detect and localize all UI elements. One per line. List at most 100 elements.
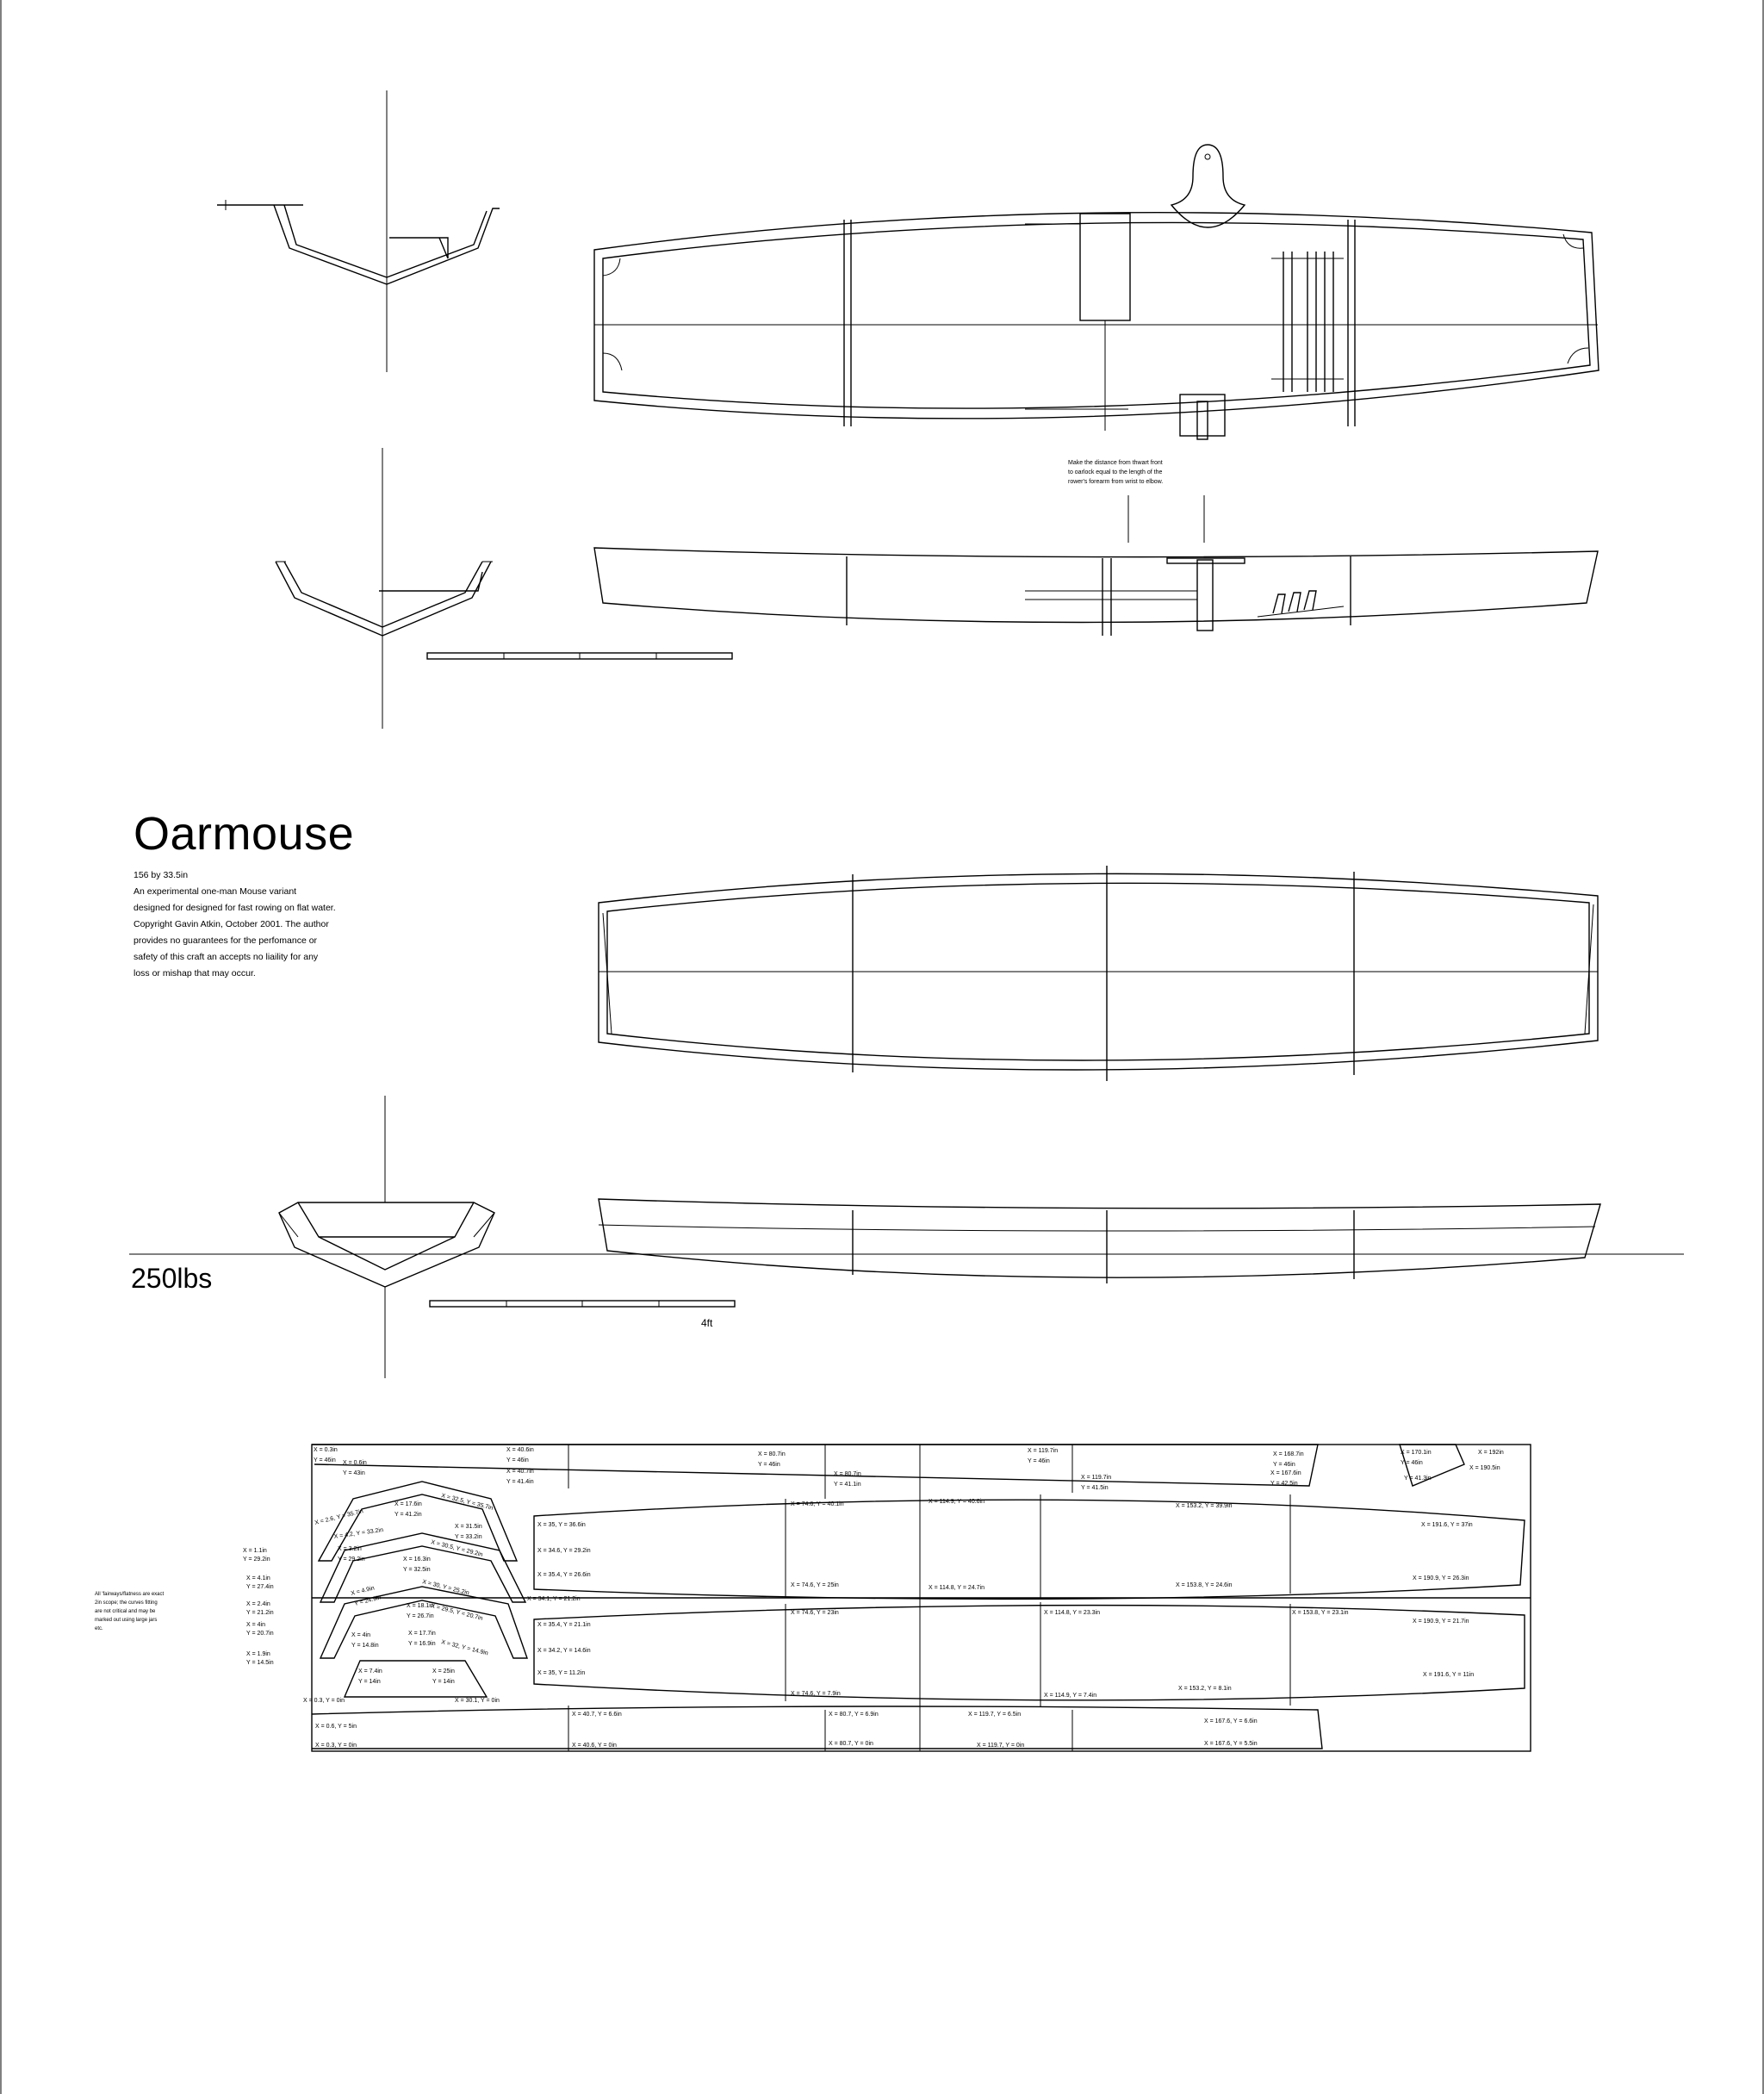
note-line: etc. (95, 1626, 103, 1631)
dim-label: Y = 14.8in (351, 1643, 379, 1649)
note-line: Make the distance from thwart front (1068, 460, 1163, 466)
dim-label: X = 32, Y = 14.9in (441, 1639, 489, 1656)
dim-label: Y = 46in (506, 1457, 529, 1463)
design-size: 156 by 33.5in (134, 869, 189, 880)
note-line: rower's forearm from wrist to elbow. (1068, 479, 1164, 485)
dim-label: X = 191.6, Y = 37in (1421, 1522, 1473, 1528)
dim-label: X = 119.7, Y = 6.5in (968, 1712, 1021, 1718)
dim-label: X = 35, Y = 11.2in (537, 1670, 585, 1676)
profile-view-exterior (598, 1198, 1601, 1283)
description-line: safety of this craft an accepts no liail… (134, 951, 319, 962)
displacement-label: 250lbs (131, 1263, 213, 1294)
scale-bar-upper (426, 652, 733, 660)
design-title: Oarmouse (134, 808, 355, 860)
dim-label: X = 29.5, Y = 20.7in (431, 1603, 484, 1622)
dim-label: X = 18.1in (407, 1603, 434, 1609)
dim-label: Y = 42.5in (1270, 1481, 1298, 1487)
dim-label: X = 4.1in (246, 1575, 270, 1581)
dim-label: Y = 46in (314, 1457, 336, 1463)
plan-view-bottom (598, 866, 1599, 1081)
dim-label: X = 0.6, Y = 5in (315, 1724, 357, 1730)
dim-label: Y = 41.1in (834, 1482, 861, 1488)
description-line: Copyright Gavin Atkin, October 2001. The… (134, 918, 329, 929)
dim-label: X = 34.6, Y = 29.2in (537, 1548, 591, 1554)
dim-label: X = 74.6, Y = 25in (791, 1582, 839, 1588)
dim-label: X = 153.8, Y = 24.6in (1176, 1582, 1233, 1588)
dim-label: Y = 46in (1273, 1462, 1295, 1468)
dim-label: Y = 14.5in (246, 1660, 274, 1666)
dim-label: Y = 46in (1401, 1460, 1423, 1466)
dim-label: Y = 27.4in (246, 1584, 274, 1590)
oarlock-note: Make the distance from thwart front to o… (1068, 458, 1163, 487)
dim-label: X = 4.2, Y = 33.2in (333, 1527, 383, 1540)
dim-label: X = 80.7, Y = 6.9in (829, 1712, 879, 1718)
dim-label: X = 190.9, Y = 26.3in (1413, 1575, 1469, 1581)
dim-label: X = 119.7, Y = 0in (977, 1743, 1024, 1749)
dim-label: Y = 24.9in (354, 1594, 382, 1606)
dim-label: Y = 41.4in (506, 1479, 534, 1485)
dim-label: X = 80.7in (758, 1451, 786, 1457)
dim-label: X = 16.3in (403, 1557, 431, 1563)
dim-label: X = 30.5, Y = 29.2in (431, 1539, 484, 1558)
design-description: 156 by 33.5in An experimental one-man Mo… (134, 867, 357, 982)
dim-label: X = 35, Y = 36.6in (537, 1522, 586, 1528)
dim-label: Y = 41.2in (394, 1512, 422, 1518)
note-line: to oarlock equal to the length of the (1068, 469, 1163, 475)
dim-label: Y = 16.9in (408, 1641, 436, 1647)
dim-label: X = 3.2in (338, 1546, 362, 1552)
dim-label: X = 153.2, Y = 39.9in (1176, 1503, 1233, 1509)
dim-label: X = 34.2, Y = 14.6in (537, 1648, 591, 1654)
dim-label: X = 167.6in (1270, 1470, 1301, 1476)
dim-label: X = 0.3, Y = 0in (303, 1698, 345, 1704)
dim-label: X = 30.1, Y = 0in (455, 1698, 500, 1704)
dim-label: X = 32.5, Y = 35.7in (441, 1493, 494, 1512)
plan-view-interior (593, 144, 1599, 440)
dim-label: X = 168.7in (1273, 1451, 1304, 1457)
dim-label: X = 190.9, Y = 21.7in (1413, 1619, 1469, 1625)
dim-label: X = 17.6in (394, 1501, 422, 1507)
dim-label: X = 40.7, Y = 6.6in (572, 1712, 622, 1718)
dim-label: X = 74.6, Y = 7.9in (791, 1691, 841, 1697)
dim-label: X = 0.3, Y = 0in (315, 1743, 357, 1749)
note-line: All 'fairways/flatness are exact (95, 1592, 165, 1597)
dim-label: Y = 20.7in (246, 1631, 274, 1637)
dim-label: X = 74.6, Y = 40.1in (791, 1501, 844, 1507)
dim-label: X = 35.4, Y = 26.6in (537, 1572, 591, 1578)
dim-label: Y = 14in (432, 1679, 455, 1685)
dim-label: X = 114.9, Y = 40.6in (929, 1499, 984, 1505)
dim-label: Y = 33.2in (455, 1534, 482, 1540)
dim-label: X = 153.2, Y = 8.1in (1178, 1686, 1232, 1692)
dim-label: X = 192in (1478, 1450, 1504, 1456)
note-line: are not critical and may be (95, 1609, 156, 1614)
description-line: designed for designed for fast rowing on… (134, 902, 336, 913)
dim-label: Y = 41.3in (1404, 1476, 1432, 1482)
dim-label: X = 80.7in (834, 1471, 861, 1477)
dim-label: X = 114.9, Y = 7.4in (1044, 1693, 1096, 1699)
note-line: marked out using large jars (95, 1618, 158, 1623)
dim-label: Y = 29.2in (243, 1557, 270, 1563)
section-view-2 (275, 448, 493, 729)
panel-nesting-layout (311, 1444, 1531, 1752)
dim-label: X = 170.1in (1401, 1450, 1432, 1456)
dim-label: X = 17.7in (408, 1631, 436, 1637)
description-line: loss or mishap that may occur. (134, 967, 256, 979)
description-line: An experimental one-man Mouse variant (134, 885, 297, 897)
dim-label: X = 31.5in (455, 1524, 482, 1530)
dim-label: X = 7.4in (358, 1668, 382, 1675)
description-line: provides no guarantees for the perfomanc… (134, 935, 318, 946)
dim-label: X = 153.8, Y = 23.1in (1292, 1610, 1349, 1616)
dim-label: X = 0.3in (314, 1447, 338, 1453)
dim-label: X = 2.4in (246, 1601, 270, 1607)
dim-label: X = 4.9in (351, 1585, 376, 1597)
dim-label: X = 119.7in (1028, 1448, 1058, 1454)
panel-note: All 'fairways/flatness are exact 2in sco… (95, 1590, 164, 1633)
dim-label: Y = 21.2in (246, 1610, 274, 1616)
dim-label: X = 0.6in (343, 1460, 367, 1466)
dim-label: X = 1.9in (246, 1651, 270, 1657)
section-view-3 (278, 1096, 495, 1378)
dim-label: X = 35.4, Y = 21.1in (537, 1622, 591, 1628)
dim-label: X = 167.6, Y = 6.6in (1204, 1718, 1258, 1724)
dim-label: Y = 32.5in (403, 1567, 431, 1573)
dim-label: X = 114.8, Y = 23.3in (1044, 1610, 1100, 1616)
